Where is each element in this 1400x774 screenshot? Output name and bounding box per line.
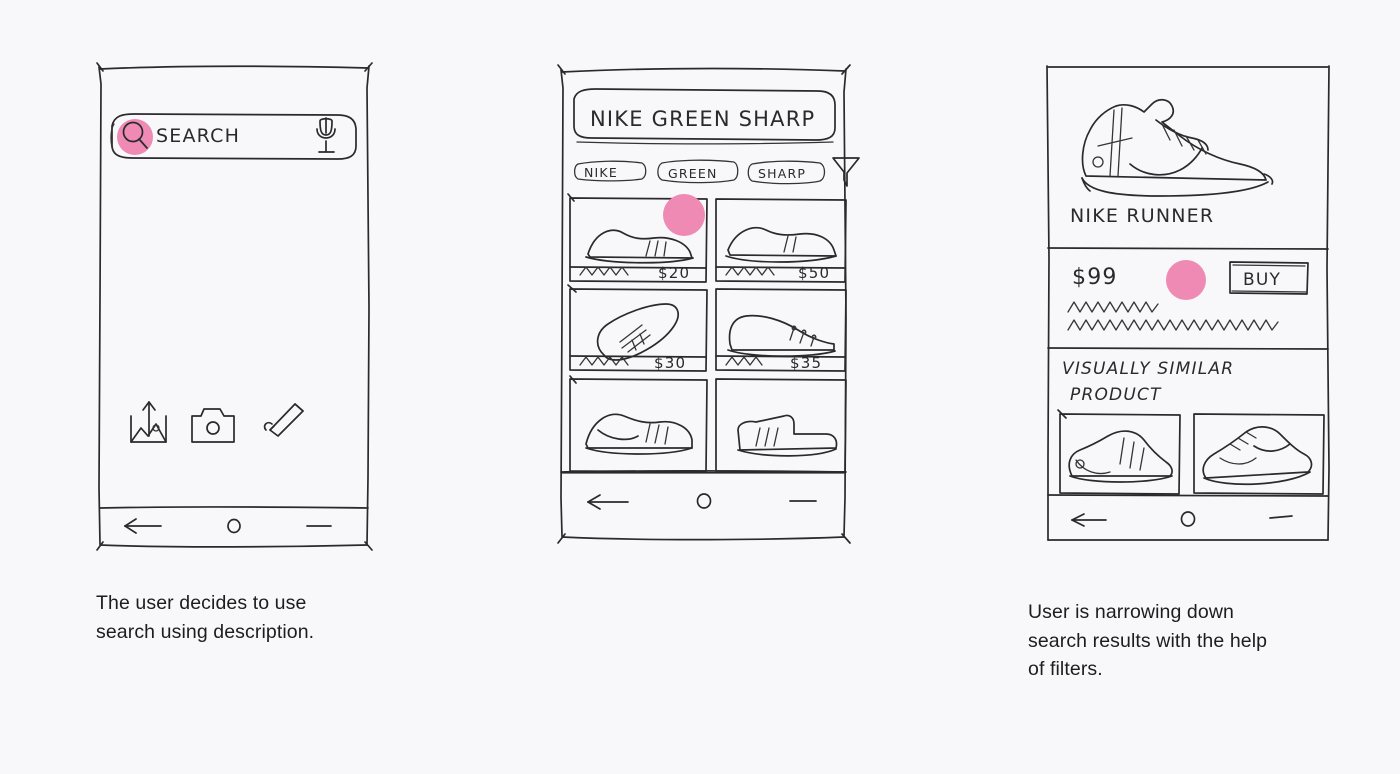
- search-placeholder-text: SEARCH: [156, 125, 240, 147]
- system-nav-bar: [99, 505, 369, 534]
- phone-mockup-search: SEARCH: [88, 58, 388, 558]
- result-price-2: $50: [798, 264, 830, 282]
- phone-frame: [96, 62, 373, 551]
- search-bar[interactable]: [573, 88, 836, 145]
- product-description-placeholder: [1067, 301, 1279, 331]
- system-nav-bar: [560, 469, 847, 510]
- search-query-text: NIKE GREEN SHARP: [590, 107, 815, 131]
- product-name-text: NIKE RUNNER: [1070, 205, 1214, 227]
- phone-frame: [1046, 65, 1330, 541]
- result-price-1: $20: [658, 264, 690, 282]
- panel-caption-results: User is narrowing down search results wi…: [1028, 601, 1268, 680]
- filter-chip-nike-label: NIKE: [584, 165, 618, 180]
- similar-product-card-2[interactable]: [1193, 413, 1325, 495]
- section-divider-2: [1047, 347, 1329, 350]
- filter-chip-sharp[interactable]: [747, 160, 826, 185]
- home-circle-icon[interactable]: [1180, 511, 1196, 527]
- tap-indicator-highlight: [1166, 260, 1206, 300]
- result-card-3[interactable]: [567, 284, 708, 372]
- result-card-2[interactable]: [715, 198, 847, 283]
- phone-mockup-results: NIKE GREEN SHARP NIKE GREEN SHARP: [550, 58, 860, 558]
- search-icon[interactable]: [122, 121, 148, 149]
- funnel-icon[interactable]: [832, 157, 860, 187]
- input-method-pencil[interactable]: [263, 403, 304, 437]
- filter-chip-green[interactable]: [657, 159, 739, 184]
- tap-indicator-highlight: [117, 119, 153, 155]
- microphone-icon[interactable]: [316, 117, 336, 153]
- phone-mockup-product: NIKE RUNNER $99 BUY: [1040, 58, 1350, 558]
- result-card-1[interactable]: [567, 193, 708, 283]
- home-circle-icon[interactable]: [227, 518, 241, 534]
- similar-section-title-line1: VISUALLY SIMILAR: [1062, 359, 1234, 379]
- home-circle-icon[interactable]: [696, 493, 712, 509]
- result-price-4: $35: [790, 354, 822, 372]
- results-grid: $20 $50: [567, 193, 847, 473]
- similar-section-title-line2: PRODUCT: [1070, 385, 1162, 405]
- back-arrow-icon[interactable]: [1071, 513, 1107, 527]
- panel-caption-search: The user decides to use search using des…: [96, 592, 315, 643]
- recents-dash-icon[interactable]: [1269, 515, 1293, 519]
- result-card-4[interactable]: [715, 288, 847, 372]
- panel-results-screen: NIKE GREEN SHARP NIKE GREEN SHARP: [470, 0, 1267, 774]
- similar-product-card-1[interactable]: [1057, 409, 1181, 495]
- result-card-6[interactable]: [715, 378, 847, 473]
- hero-product-image[interactable]: [1081, 98, 1274, 197]
- buy-button-label: BUY: [1243, 270, 1281, 290]
- tap-indicator-highlight: [663, 194, 705, 236]
- product-price-text: $99: [1072, 265, 1118, 290]
- phone-frame: [557, 64, 851, 544]
- filter-chip-nike[interactable]: [573, 160, 647, 182]
- input-method-image-upload[interactable]: [130, 401, 167, 443]
- section-divider: [1047, 247, 1329, 250]
- buy-button[interactable]: [1229, 261, 1309, 295]
- search-bar[interactable]: [110, 113, 357, 160]
- system-nav-bar: [1047, 494, 1329, 527]
- filter-chip-sharp-label: SHARP: [758, 166, 806, 181]
- result-card-5[interactable]: [569, 375, 708, 473]
- panel-product-screen: NIKE RUNNER $99 BUY: [940, 0, 1400, 774]
- panel-search-screen: SEARCH: [0, 0, 470, 774]
- back-arrow-icon[interactable]: [124, 518, 162, 534]
- back-arrow-icon[interactable]: [587, 494, 629, 510]
- result-price-3: $30: [654, 354, 686, 372]
- input-method-camera[interactable]: [191, 408, 235, 443]
- filter-chip-green-label: GREEN: [668, 166, 718, 181]
